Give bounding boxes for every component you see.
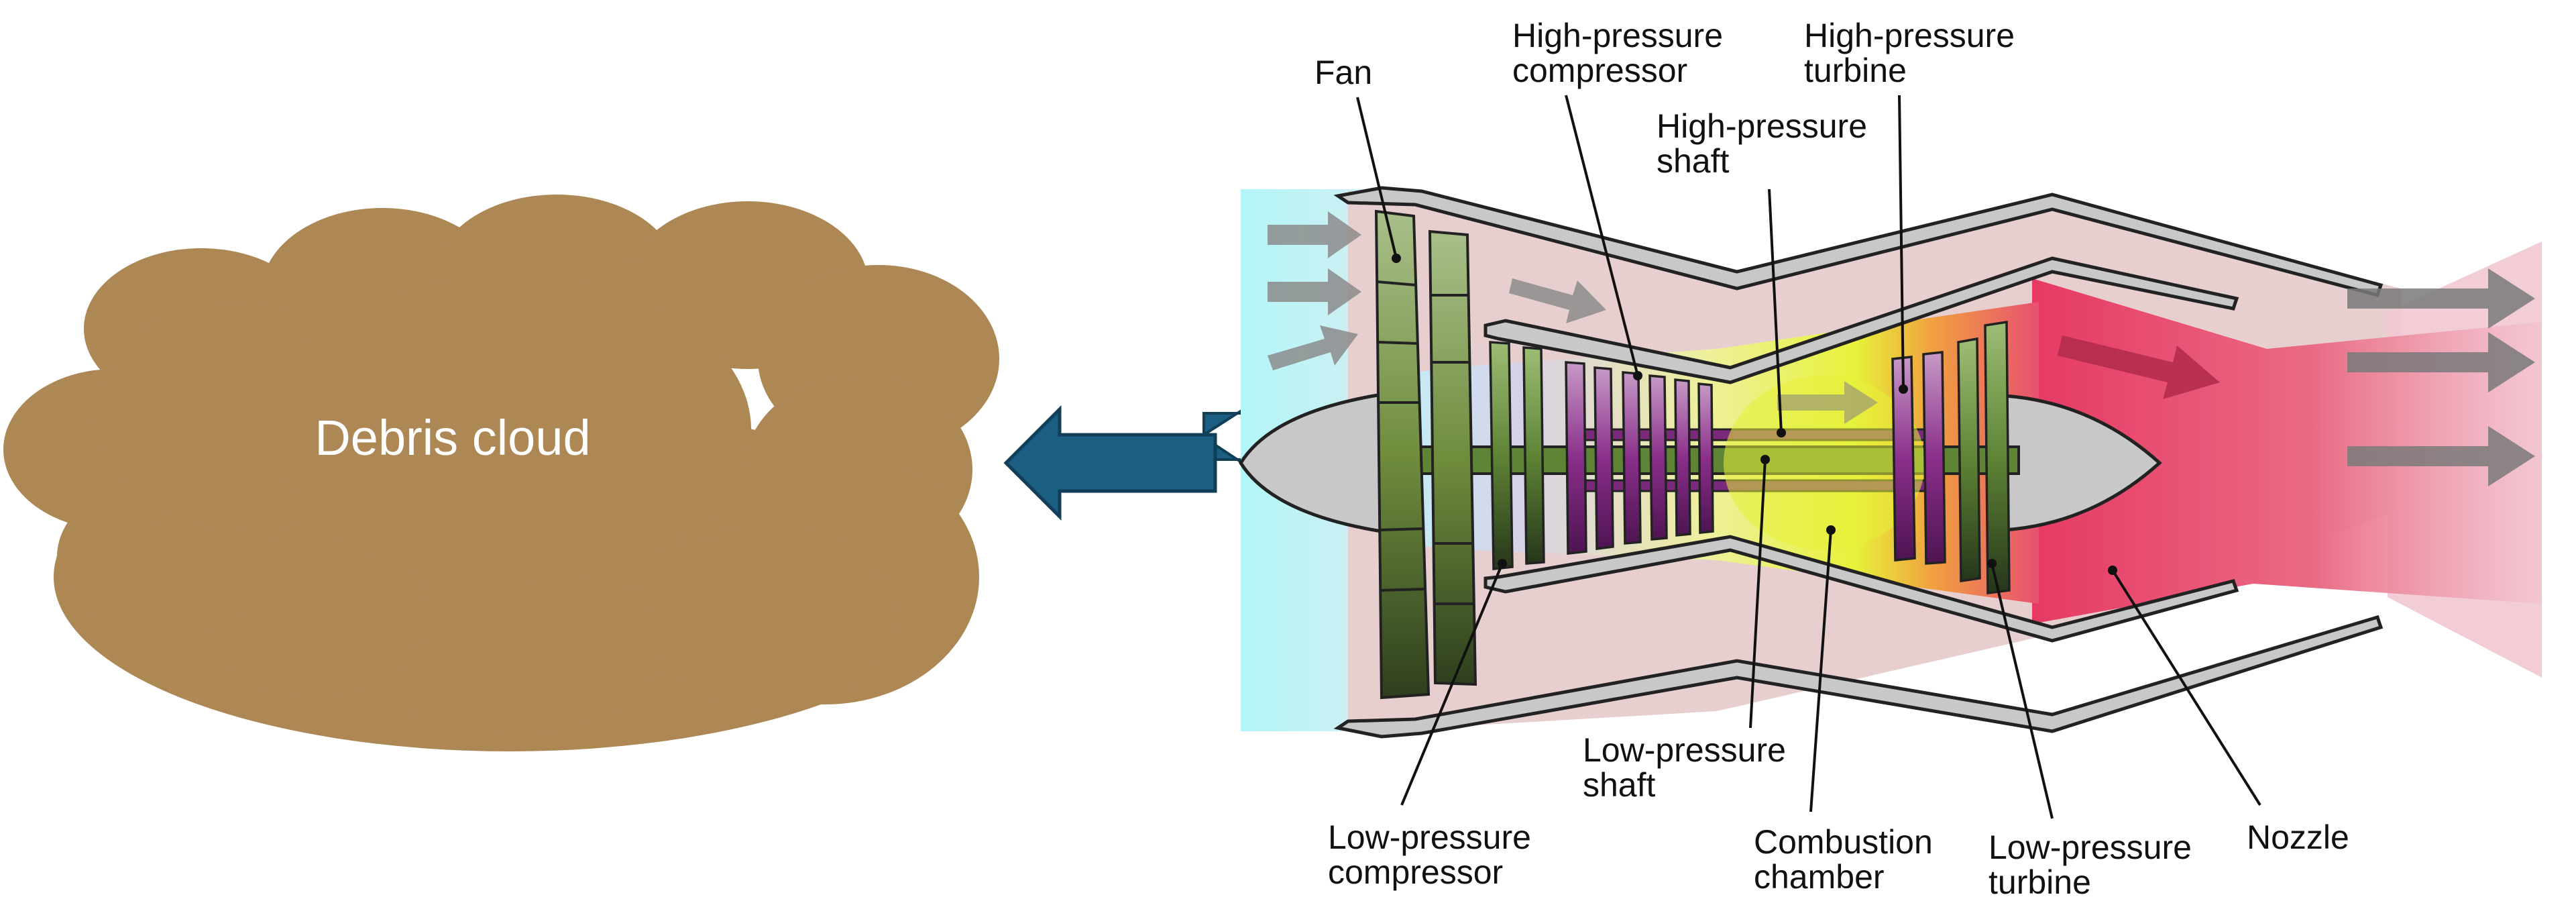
- arrow-body: [1003, 405, 1217, 521]
- leader-dots: [1392, 254, 2117, 575]
- low-pressure-turbine-blades: [1957, 320, 2011, 594]
- leader-hpc: [1565, 95, 1639, 376]
- label-combustion-chamber-line2: chamber: [1754, 858, 1885, 896]
- leader-dot: [1392, 254, 1401, 263]
- leader-lpt: [1991, 563, 2054, 819]
- hpc-blade: [1565, 361, 1587, 555]
- leader-lines: [1356, 95, 2261, 819]
- hpt-blade: [1922, 351, 1946, 565]
- tail-cone: [2003, 394, 2162, 532]
- debris-cloud: Debris cloud: [3, 195, 999, 751]
- fan-blades: [1374, 209, 1477, 700]
- leader-nozzle: [2111, 569, 2261, 806]
- lpc-blade: [1489, 341, 1514, 570]
- combustion-chamber: [1724, 376, 1925, 550]
- debris-cloud-label: Debris cloud: [315, 410, 590, 466]
- inner-casing-bottom: [1483, 535, 2239, 643]
- outer-casing-bottom: [1333, 615, 2384, 739]
- high-pressure-compressor-blades: [1565, 361, 1714, 555]
- leader-dot: [2108, 566, 2117, 575]
- label-nozzle: Nozzle: [2247, 818, 2349, 856]
- label-fan: Fan: [1314, 54, 1372, 91]
- low-pressure-compressor-blades: [1489, 341, 1545, 570]
- inner-casing-top: [1483, 256, 2239, 384]
- leader-dot: [1760, 455, 1770, 464]
- label-low-pressure-shaft-line2: shaft: [1583, 766, 1656, 804]
- nozzle-flow-arrow-icon: [2347, 332, 2535, 392]
- leader-dot: [1498, 559, 1507, 568]
- fan-blade-1-seg: [1378, 341, 1419, 345]
- fan-blade-1-seg: [1380, 588, 1426, 592]
- cloud-shape: [3, 195, 999, 751]
- inlet-flow-arrow-icon: [1268, 211, 1361, 258]
- leader-hps: [1768, 189, 1783, 433]
- label-low-pressure-turbine-line2: turbine: [1989, 863, 2091, 901]
- fan-blade-1: [1374, 209, 1431, 700]
- fan-blade-1-seg: [1377, 280, 1417, 286]
- label-high-pressure-shaft-line1: High-pressure: [1657, 107, 1867, 145]
- label-high-pressure-turbine-line1: High-pressure: [1804, 17, 2015, 54]
- hpc-blade: [1648, 374, 1668, 541]
- inlet-flow-arrow-icon: [1268, 268, 1361, 315]
- nozzle-flow-arrow-icon: [2347, 426, 2535, 486]
- label-low-pressure-compressor-line2: compressor: [1328, 853, 1503, 891]
- hpt-blade: [1891, 356, 1916, 562]
- label-low-pressure-turbine-line1: Low-pressure: [1989, 829, 2192, 866]
- hpc-blade: [1593, 366, 1614, 550]
- core-flow-arrow-icon: [1777, 381, 1878, 424]
- label-combustion-chamber-line1: Combustion: [1754, 823, 1933, 861]
- leader-dot: [1899, 384, 1908, 394]
- hpc-blade: [1697, 382, 1714, 534]
- bypass-flow-arrow-icon: [1509, 278, 1606, 323]
- inlet-flow-arrow-icon: [1268, 325, 1358, 370]
- leader-fan: [1356, 97, 1398, 259]
- fan-blade-2: [1428, 229, 1477, 686]
- hpc-blade: [1674, 378, 1691, 537]
- label-high-pressure-turbine-line2: turbine: [1804, 52, 1907, 89]
- label-high-pressure-compressor-line2: compressor: [1512, 52, 1687, 89]
- nozzle-flow-arrow-icon: [2347, 268, 2535, 329]
- leader-dot: [1826, 525, 1836, 535]
- leader-cc: [1809, 529, 1832, 812]
- engine: [1239, 186, 2542, 739]
- leader-dot: [1987, 559, 1997, 568]
- leader-dot: [1633, 371, 1642, 380]
- lpt-blade: [1957, 337, 1981, 583]
- label-low-pressure-compressor-line1: Low-pressure: [1328, 818, 1531, 856]
- lpt-blade: [1984, 320, 2011, 594]
- leader-dot: [1777, 428, 1786, 437]
- leader-lpc: [1400, 563, 1504, 806]
- leader-hpt: [1898, 95, 1905, 390]
- lpc-blade: [1522, 346, 1545, 565]
- fan-blade-1-seg: [1379, 527, 1424, 531]
- exhaust-flow-arrow-icon: [2058, 335, 2220, 399]
- leader-lps: [1749, 459, 1767, 729]
- flow-arrows: [1268, 211, 2535, 486]
- hpc-blade: [1622, 371, 1642, 545]
- label-high-pressure-compressor-line1: High-pressure: [1512, 17, 1723, 54]
- high-pressure-turbine-blades: [1891, 351, 1946, 565]
- label-low-pressure-shaft-line1: Low-pressure: [1583, 731, 1786, 769]
- labels: Fan High-pressure compressor High-pressu…: [1314, 17, 2349, 901]
- label-high-pressure-shaft-line2: shaft: [1657, 142, 1730, 180]
